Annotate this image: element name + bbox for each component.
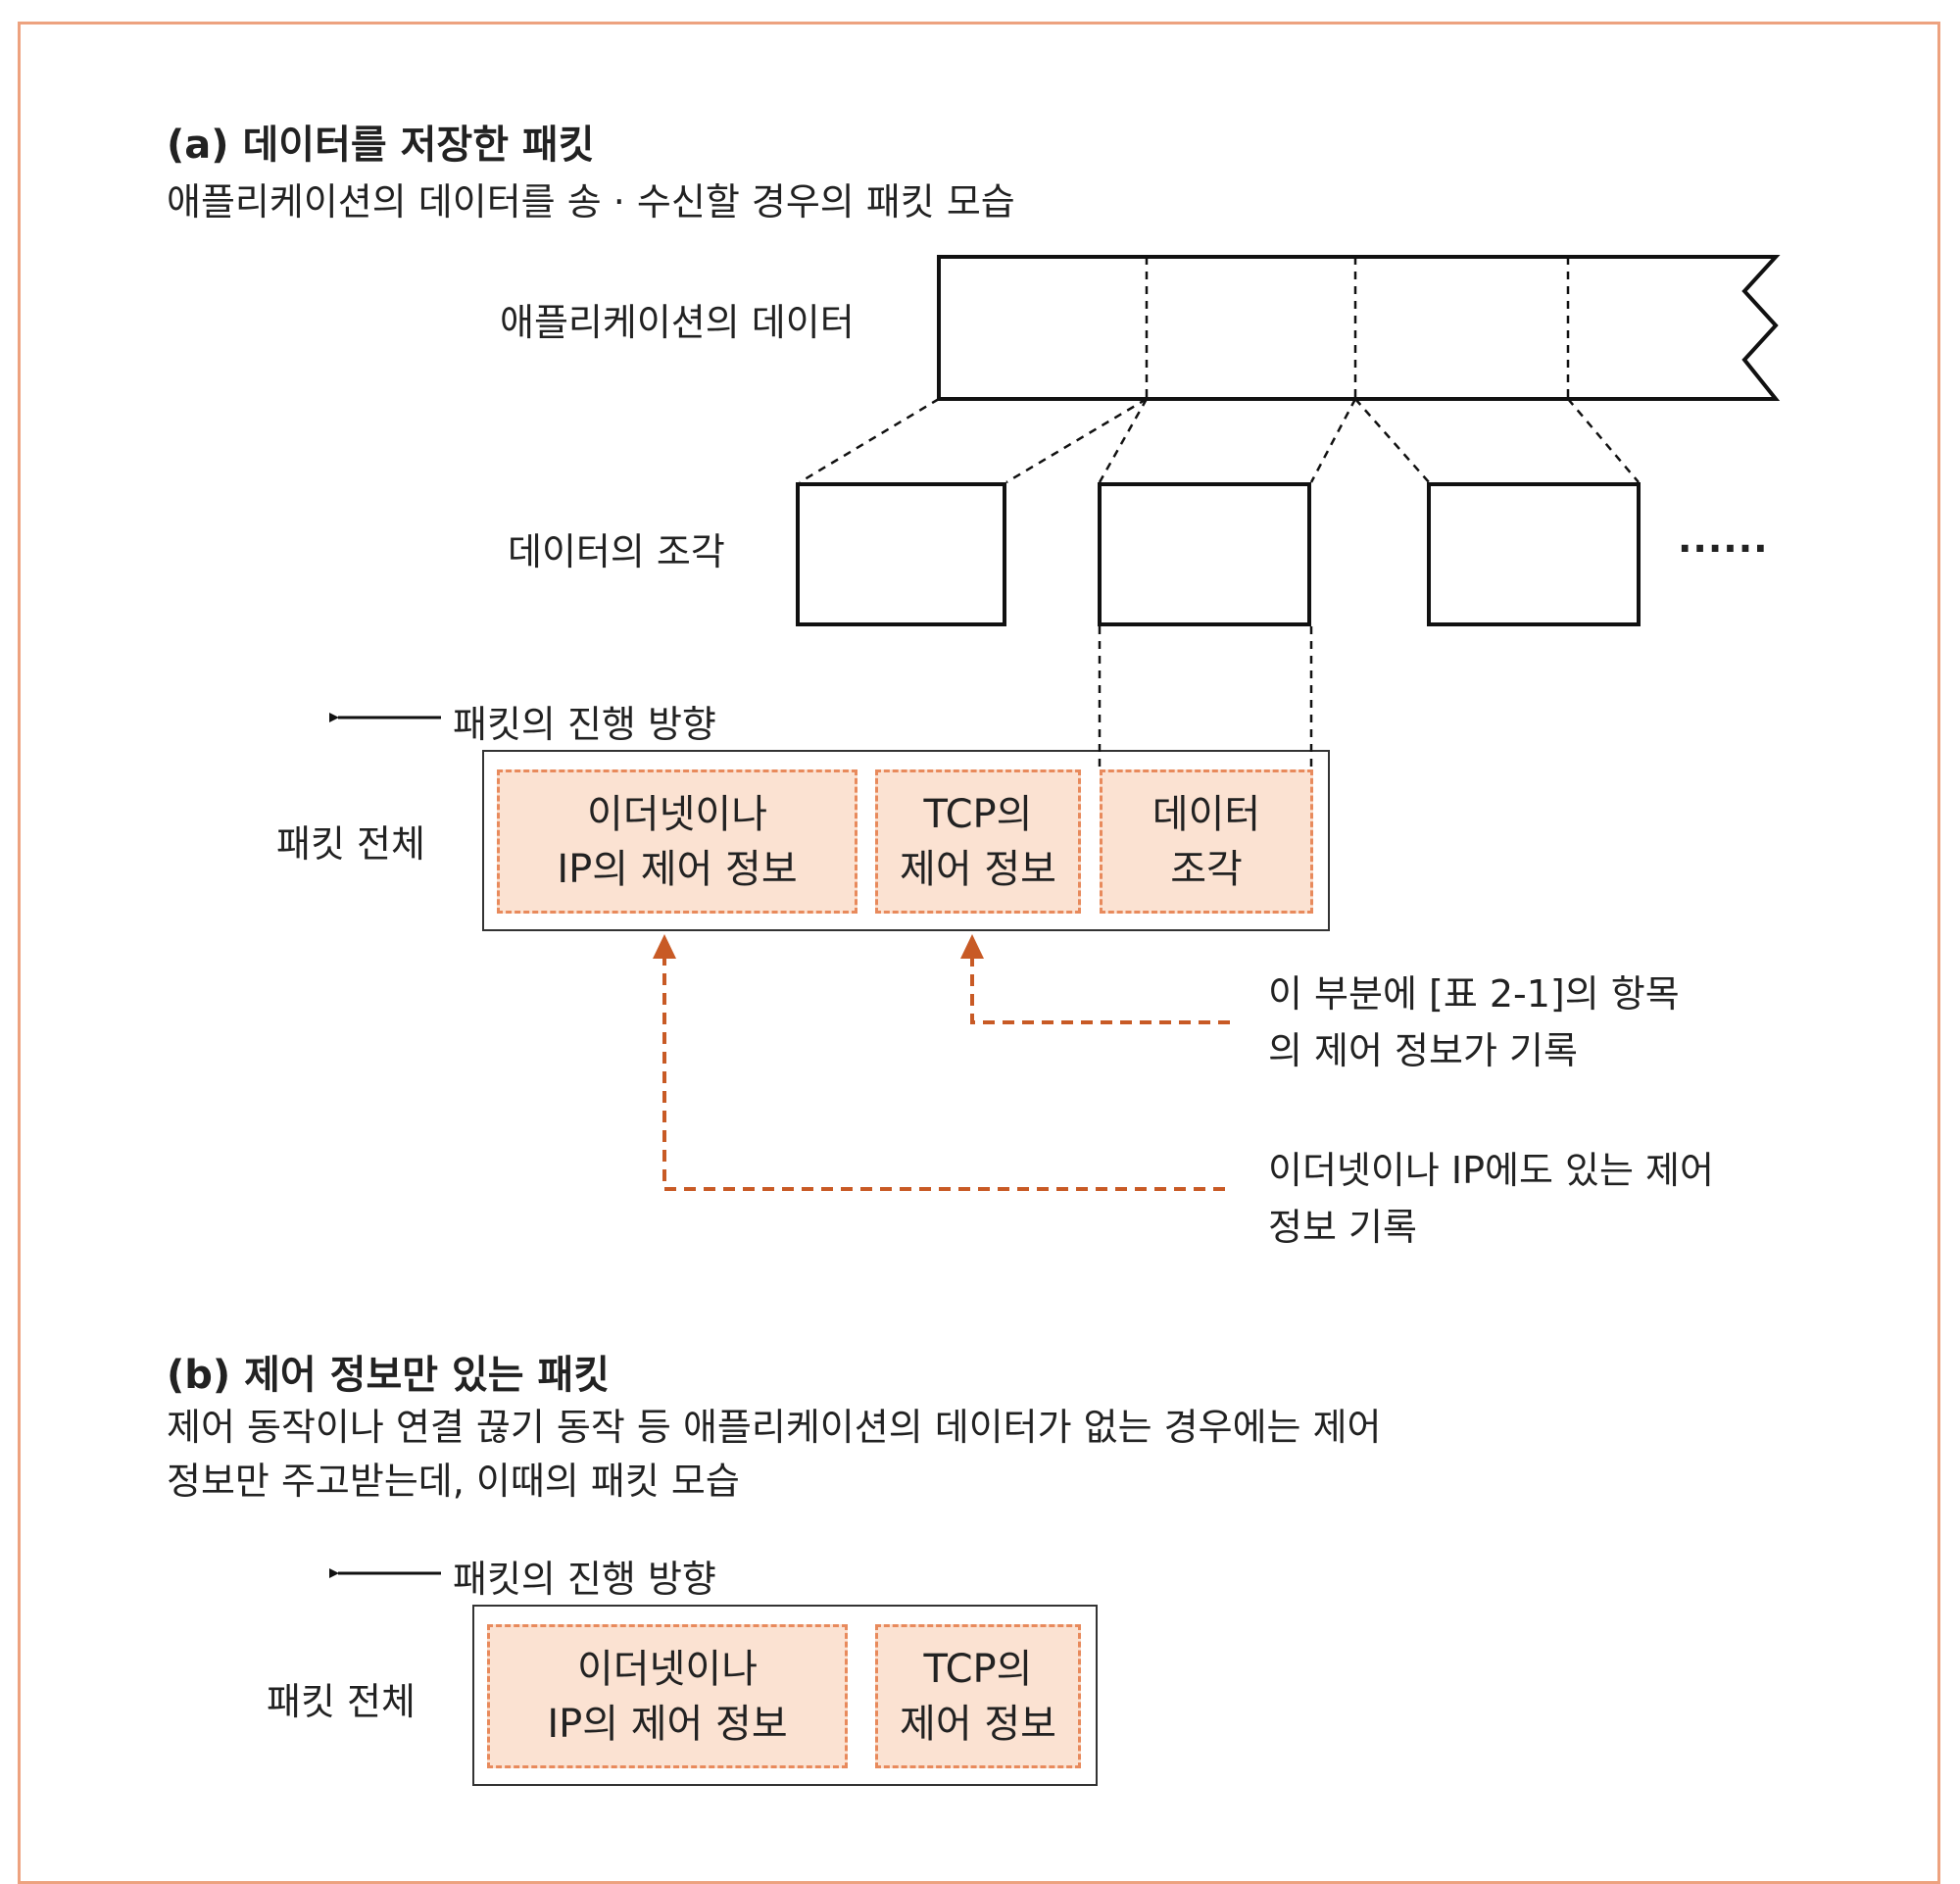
ethernet-ip-control-cell-a: 이더넷이나 IP의 제어 정보 bbox=[497, 769, 858, 914]
data-fragment-cell-a: 데이터 조각 bbox=[1100, 769, 1313, 914]
projection-line bbox=[1005, 397, 1148, 484]
cell-line: 제어 정보 bbox=[900, 1701, 1056, 1747]
app-data-strip bbox=[937, 255, 1781, 401]
direction-label-b: 패킷의 진행 방향 bbox=[453, 1558, 716, 1601]
section-b-description-1: 제어 동작이나 연결 끊기 동작 등 애플리케이션의 데이터가 없는 경우에는 … bbox=[167, 1406, 1382, 1449]
cell-line: IP의 제어 정보 bbox=[547, 1701, 788, 1747]
cell-line: 데이터 bbox=[1152, 791, 1261, 837]
note-line: 의 제어 정보가 기록 bbox=[1268, 1029, 1578, 1072]
note-tcp-control: 이 부분에 [표 2-1]의 항목 의 제어 정보가 기록 bbox=[1268, 966, 1680, 1079]
tcp-control-cell-b: TCP의 제어 정보 bbox=[875, 1624, 1081, 1768]
data-piece-1 bbox=[796, 482, 1006, 626]
data-pieces-label: 데이터의 조각 bbox=[508, 530, 725, 573]
projection-line bbox=[799, 397, 940, 484]
projection-line bbox=[1098, 398, 1149, 483]
projection-line bbox=[1309, 398, 1357, 483]
note-line: 정보 기록 bbox=[1268, 1206, 1417, 1249]
data-piece-3 bbox=[1427, 482, 1641, 626]
cell-line: IP의 제어 정보 bbox=[557, 846, 798, 892]
note-line: 이더넷이나 IP에도 있는 제어 bbox=[1268, 1149, 1714, 1192]
tcp-control-cell-a: TCP의 제어 정보 bbox=[875, 769, 1081, 914]
app-data-label: 애플리케이션의 데이터 bbox=[500, 301, 855, 344]
section-b-description-2: 정보만 주고받는데, 이때의 패킷 모습 bbox=[167, 1460, 740, 1503]
section-b-title: (b) 제어 정보만 있는 패킷 bbox=[167, 1353, 611, 1398]
note-line: 이 부분에 [표 2-1]의 항목 bbox=[1268, 972, 1680, 1016]
direction-label-a: 패킷의 진행 방향 bbox=[453, 703, 716, 746]
section-a-title: (a) 데이터를 저장한 패킷 bbox=[167, 123, 595, 168]
packet-label-a: 패킷 전체 bbox=[276, 822, 425, 866]
projection-line bbox=[1567, 398, 1640, 483]
cell-line: 조각 bbox=[1170, 846, 1243, 892]
cell-line: TCP의 bbox=[923, 791, 1033, 837]
cell-line: 이더넷이나 bbox=[587, 791, 767, 837]
note-ethernet-ip-control: 이더넷이나 IP에도 있는 제어 정보 기록 bbox=[1268, 1142, 1714, 1256]
cell-line: 제어 정보 bbox=[900, 846, 1056, 892]
callout-line-ethernet-ip bbox=[662, 956, 1225, 1191]
projection-line bbox=[1354, 398, 1430, 483]
figure-frame bbox=[18, 22, 1940, 1884]
data-piece-2 bbox=[1098, 482, 1311, 626]
callout-arrowhead-tcp bbox=[960, 934, 984, 959]
cell-line: TCP의 bbox=[923, 1646, 1033, 1692]
packet-label-b: 패킷 전체 bbox=[267, 1680, 416, 1723]
section-a-description: 애플리케이션의 데이터를 송 · 수신할 경우의 패킷 모습 bbox=[167, 180, 1015, 223]
callout-arrowhead-ethernet-ip bbox=[653, 934, 676, 959]
ethernet-ip-control-cell-b: 이더넷이나 IP의 제어 정보 bbox=[487, 1624, 848, 1768]
callout-line-tcp bbox=[970, 956, 1230, 1024]
cell-line: 이더넷이나 bbox=[577, 1646, 758, 1692]
pieces-ellipsis: ...... bbox=[1678, 518, 1769, 561]
